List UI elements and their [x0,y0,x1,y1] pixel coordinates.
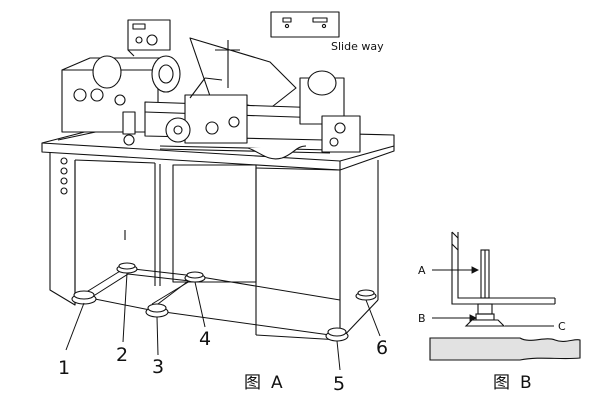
electrical-box [321,115,361,153]
figure-b [429,231,581,361]
lathe-machine [61,19,361,160]
slide-way-label: Slide way [331,40,384,53]
callout-3: 3 [152,356,164,378]
callout-4: 4 [199,328,211,350]
slide-way-inset [270,11,340,38]
callout-6: 6 [376,337,388,359]
callout-5: 5 [333,373,345,395]
base-frame [79,267,341,336]
floor [429,337,581,361]
figure-a-caption-letter: A [271,373,283,393]
figure-b-label-b: B [418,312,426,325]
cabinet-section [451,231,556,305]
callout-leaders [65,272,381,371]
figure-b-caption-glyph: 图 [493,373,510,393]
figure-b-label-c: C [558,320,566,333]
chip-guard [189,37,297,111]
figure-a-caption-glyph: 图 [244,373,261,393]
callout-2: 2 [116,344,128,366]
callout-1: 1 [58,357,70,379]
leveling-feet [71,262,377,342]
figure-b-leaders [432,266,554,327]
figure-b-caption-letter: B [520,373,532,393]
cabinet-body [49,152,379,341]
figure-b-label-a: A [418,264,426,277]
figure-a [41,11,395,371]
leveling-screw [464,249,506,327]
